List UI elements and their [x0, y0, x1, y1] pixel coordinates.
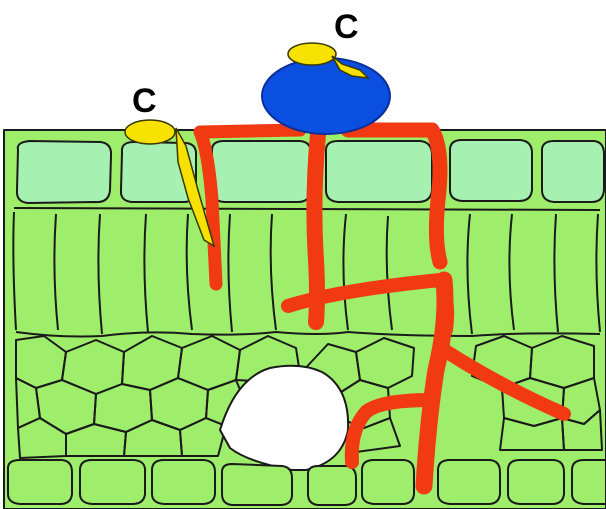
epidermis-cell: [152, 460, 215, 504]
epidermis-cell: [326, 141, 432, 202]
epidermis-cell: [450, 140, 532, 201]
epidermis-cell: [308, 466, 356, 505]
epidermis-cell: [17, 141, 111, 203]
blue-fruiting-body-icon: [262, 58, 390, 134]
epidermis-cell: [222, 464, 292, 505]
label-spore-left: C: [132, 82, 157, 120]
epidermis-cell: [572, 460, 606, 504]
yellow-spore-icon: [288, 43, 336, 65]
epidermis-cell: [212, 141, 311, 202]
epidermis-cell: [508, 460, 564, 504]
fruiting-body: [262, 58, 390, 134]
yellow-spore-icon: [125, 120, 175, 144]
epidermis-cell: [438, 460, 500, 504]
epidermis-cell: [542, 141, 604, 202]
epidermis-cell: [8, 460, 72, 504]
epidermis-cell: [362, 460, 414, 504]
epidermis-cell: [80, 460, 145, 504]
label-spore-top: C: [334, 8, 359, 46]
